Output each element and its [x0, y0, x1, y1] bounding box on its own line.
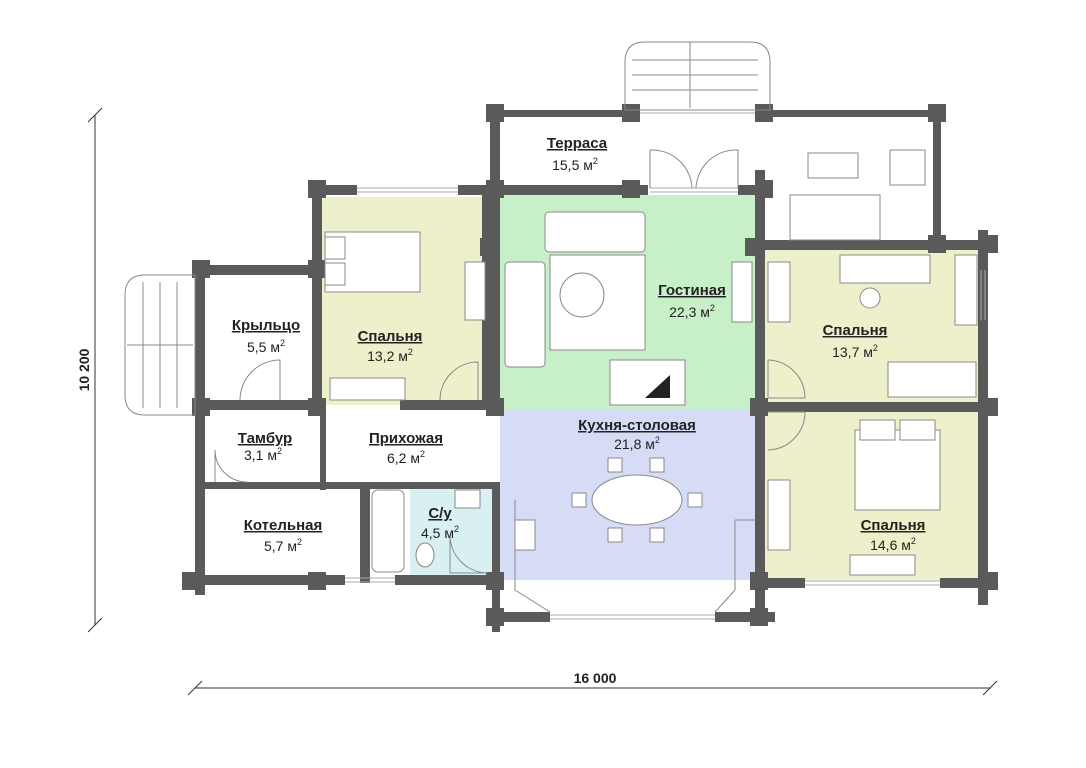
dimension-lines: [87, 107, 998, 696]
wall: [320, 482, 500, 489]
room-name: Терраса: [547, 135, 608, 152]
wall: [312, 185, 322, 410]
wall: [933, 110, 941, 250]
room-bedroom1: Спальня 13,2 м2: [358, 328, 423, 364]
left-stairs: [124, 274, 196, 416]
room-area: 21,8 м2: [614, 435, 660, 452]
wall: [490, 110, 635, 117]
wall: [400, 400, 500, 410]
wall: [490, 185, 648, 195]
shower-icon: [449, 534, 489, 574]
wardrobe-icon: [954, 254, 978, 326]
stove-icon: [514, 519, 536, 551]
table-icon: [849, 554, 916, 576]
chair-icon: [859, 287, 881, 309]
wall: [760, 110, 945, 117]
walls: [185, 110, 995, 632]
room-name: Котельная: [244, 517, 323, 534]
room-area: 15,5 м2: [552, 156, 598, 173]
wardrobe-icon: [329, 377, 406, 401]
wall: [195, 265, 205, 595]
rug-icon: [549, 254, 646, 351]
sofa-icon: [504, 211, 646, 368]
room-name: Кухня-столовая: [578, 417, 696, 434]
room-terrace: Терраса 15,5 м2: [547, 135, 608, 173]
wall: [458, 185, 500, 195]
windows: [345, 112, 986, 620]
top-stairs: [624, 41, 771, 111]
room-vestibule: Тамбур 3,1 м2: [238, 430, 292, 463]
room-living: Гостиная 22,3 м2: [658, 282, 726, 320]
wall: [715, 612, 775, 622]
room-kitchen: Кухня-столовая 21,8 м2: [578, 417, 696, 452]
room-name: Спальня: [823, 322, 888, 339]
room-area: 4,5 м2: [421, 524, 459, 541]
room-boiler: Котельная 5,7 м2: [244, 517, 323, 554]
wall: [738, 185, 768, 195]
room-area: 22,3 м2: [669, 303, 715, 320]
wall: [312, 185, 357, 195]
wall: [490, 612, 550, 622]
room-area: 5,7 м2: [264, 537, 302, 554]
wall: [185, 575, 345, 585]
bed-icon: [324, 231, 421, 293]
wall: [395, 575, 500, 585]
room-area: 14,6 м2: [870, 536, 916, 553]
room-porch: Крыльцо 5,5 м2: [232, 317, 300, 355]
wall: [482, 195, 492, 410]
room-name: Прихожая: [369, 430, 443, 447]
room-hall: Прихожая 6,2 м2: [369, 430, 443, 466]
wall: [755, 402, 990, 412]
wall: [490, 110, 500, 410]
toilet-icon: [415, 542, 435, 568]
wall: [755, 578, 805, 588]
room-name: С/у: [428, 505, 452, 522]
room-area: 6,2 м2: [387, 449, 425, 466]
room-name: Гостиная: [658, 282, 726, 299]
tv-stand-icon: [731, 261, 753, 323]
terrace-armchair-icon: [889, 149, 926, 186]
dresser-icon: [767, 261, 791, 323]
desk-icon: [839, 254, 931, 284]
wall: [195, 265, 320, 275]
fireplace-icon: [609, 359, 686, 406]
wall: [195, 400, 325, 410]
wall: [205, 482, 325, 489]
wall: [755, 240, 990, 250]
wall: [755, 170, 765, 620]
room-name: Тамбур: [238, 430, 292, 447]
room-name: Спальня: [861, 517, 926, 534]
room-area: 13,2 м2: [367, 347, 413, 364]
wall: [940, 578, 995, 588]
room-area: 3,1 м2: [244, 446, 282, 463]
wall: [978, 230, 988, 605]
dresser-icon: [464, 261, 486, 321]
bed-icon: [887, 361, 977, 398]
dimension-width: 16 000: [574, 670, 617, 686]
room-name: Спальня: [358, 328, 423, 345]
wall: [492, 482, 500, 632]
dining-table-icon: [571, 457, 703, 543]
room-wc: С/у 4,5 м2: [421, 505, 459, 541]
terrace-table-icon: [807, 152, 859, 179]
corner-posts: [182, 104, 998, 626]
sink-icon: [454, 489, 481, 509]
wardrobe-icon: [767, 479, 791, 551]
room-name: Крыльцо: [232, 317, 300, 334]
bathtub-icon: [371, 489, 405, 573]
terrace-sofa-icon: [789, 194, 881, 241]
dimension-height: 10 200: [76, 348, 92, 391]
terrace-door-icon: [649, 149, 739, 189]
wall: [320, 410, 326, 490]
room-area: 5,5 м2: [247, 338, 285, 355]
doors: [214, 359, 806, 483]
room-bedroom3: Спальня 14,6 м2: [861, 517, 926, 553]
bed-icon: [854, 419, 941, 511]
wall: [360, 488, 370, 583]
room-bedroom2: Спальня 13,7 м2: [823, 322, 888, 360]
room-area: 13,7 м2: [832, 343, 878, 360]
